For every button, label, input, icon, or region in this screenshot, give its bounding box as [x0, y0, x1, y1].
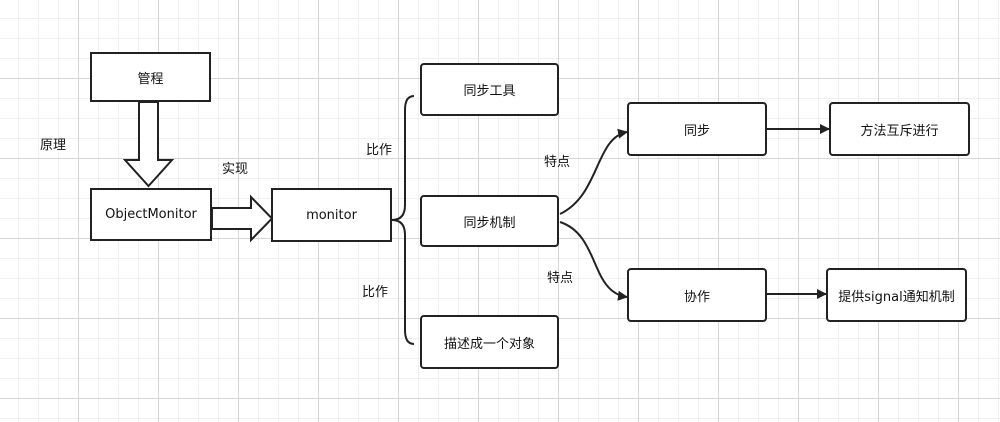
node-guancheng-label: 管程 [137, 71, 164, 87]
label-tedian-bottom: 特点 [547, 271, 574, 286]
node-monitor-label: monitor [306, 207, 357, 223]
edge-mechanism-to-sync [559, 128, 628, 215]
node-cooperate-label: 协作 [683, 289, 710, 305]
node-mutex-label: 方法互斥进行 [860, 123, 939, 139]
hollow-right-arrow [211, 194, 274, 243]
node-sync-label: 同步 [683, 123, 710, 139]
node-monitor: monitor [271, 188, 392, 242]
label-shixian: 实现 [222, 162, 249, 177]
node-sync-mechanism: 同步机制 [420, 195, 559, 247]
node-signal-label: 提供signal通知机制 [838, 289, 955, 305]
label-bizuo-top: 比作 [366, 143, 393, 158]
node-sync-tool: 同步工具 [420, 63, 559, 116]
label-tedian-top: 特点 [544, 155, 571, 170]
node-objectmonitor: ObjectMonitor [90, 188, 212, 241]
node-sync-tool-label: 同步工具 [463, 84, 516, 99]
node-sync: 同步 [627, 102, 767, 156]
label-bizuo-bottom: 比作 [362, 285, 389, 300]
node-guancheng: 管程 [90, 52, 211, 102]
curly-brace [391, 95, 415, 345]
node-mutex: 方法互斥进行 [829, 102, 970, 156]
edge-mechanism-to-cooperate [559, 221, 628, 301]
node-cooperate: 协作 [627, 268, 767, 322]
node-sync-mechanism-label: 同步机制 [463, 215, 516, 231]
node-describe-object: 描述成一个对象 [420, 315, 559, 369]
node-signal: 提供signal通知机制 [826, 268, 967, 322]
node-describe-object-label: 描述成一个对象 [443, 336, 535, 352]
label-yuanli: 原理 [40, 138, 67, 153]
node-objectmonitor-label: ObjectMonitor [105, 207, 197, 222]
hollow-down-arrow [122, 101, 175, 188]
